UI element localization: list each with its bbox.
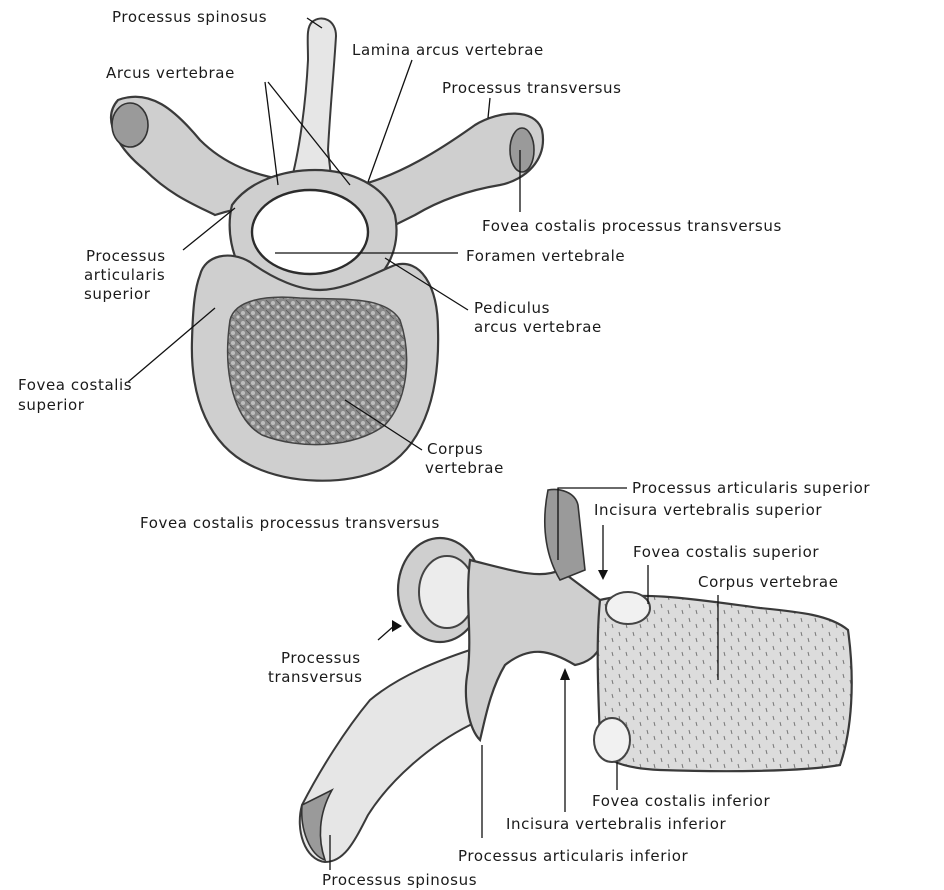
top-view-vertebra [110, 17, 545, 482]
label-top-fovea-costalis-processus-transversus: Fovea costalis processus transversus [482, 217, 782, 235]
side-arch [464, 558, 605, 743]
side-labels: Processus articularis superior Incisura … [140, 479, 870, 889]
label-foramen-vertebrale: Foramen vertebrale [466, 247, 625, 265]
label-side-fovea-costalis-superior: Fovea costalis superior [633, 543, 819, 561]
label-processus-articularis-superior-2: articularis [84, 266, 165, 284]
top-foramen-vertebrale [250, 188, 370, 276]
label-side-processus-articularis-superior: Processus articularis superior [632, 479, 870, 497]
label-processus-articularis-superior-3: superior [84, 285, 151, 303]
top-labels: Processus spinosus Lamina arcus vertebra… [18, 8, 782, 477]
arrow-incisura-inferior [560, 668, 570, 680]
side-spinous-shadow [300, 788, 334, 862]
side-spinous-process [298, 648, 490, 864]
label-fovea-costalis-superior-1: Fovea costalis [18, 376, 132, 394]
label-corpus-vertebrae-2: vertebrae [425, 459, 504, 477]
top-spongy-bone [226, 296, 408, 446]
label-arcus-vertebrae: Arcus vertebrae [106, 64, 235, 82]
top-left-transverse-tip [111, 102, 149, 148]
side-leader-lines [329, 487, 719, 870]
side-fovea-costalis-inferior [593, 717, 631, 763]
label-side-processus-transversus-2: transversus [268, 668, 363, 686]
label-side-processus-transversus-1: Processus [281, 649, 361, 667]
label-lamina-arcus-vertebrae: Lamina arcus vertebrae [352, 41, 544, 59]
label-top-processus-spinosus: Processus spinosus [112, 8, 267, 26]
label-side-fovea-costalis-processus-transversus: Fovea costalis processus transversus [140, 514, 440, 532]
label-top-processus-transversus: Processus transversus [442, 79, 622, 97]
label-pediculus-1: Pediculus [474, 299, 550, 317]
side-superior-articular-process [543, 488, 586, 581]
side-fovea-costalis-superior [605, 591, 651, 625]
top-spinous-process [288, 17, 338, 186]
label-processus-articularis-superior-1: Processus [86, 247, 166, 265]
side-view-vertebra [298, 488, 853, 864]
label-incisura-vertebralis-superior: Incisura vertebralis superior [594, 501, 822, 519]
top-right-transverse-process [358, 112, 545, 227]
label-corpus-vertebrae-1: Corpus [427, 440, 483, 458]
label-processus-articularis-inferior: Processus articularis inferior [458, 847, 689, 865]
label-side-processus-spinosus: Processus spinosus [322, 871, 477, 889]
arrow-processus-transversus [392, 620, 402, 632]
label-side-corpus-vertebrae: Corpus vertebrae [698, 573, 839, 591]
top-right-transverse-tip [509, 127, 535, 173]
label-fovea-costalis-inferior: Fovea costalis inferior [592, 792, 770, 810]
side-fovea-costalis-transversus [418, 555, 476, 629]
label-fovea-costalis-superior-2: superior [18, 396, 85, 414]
label-incisura-vertebralis-inferior: Incisura vertebralis inferior [506, 815, 726, 833]
arrow-incisura-superior [598, 570, 608, 580]
label-pediculus-2: arcus vertebrae [474, 318, 602, 336]
top-leader-lines [127, 17, 521, 451]
